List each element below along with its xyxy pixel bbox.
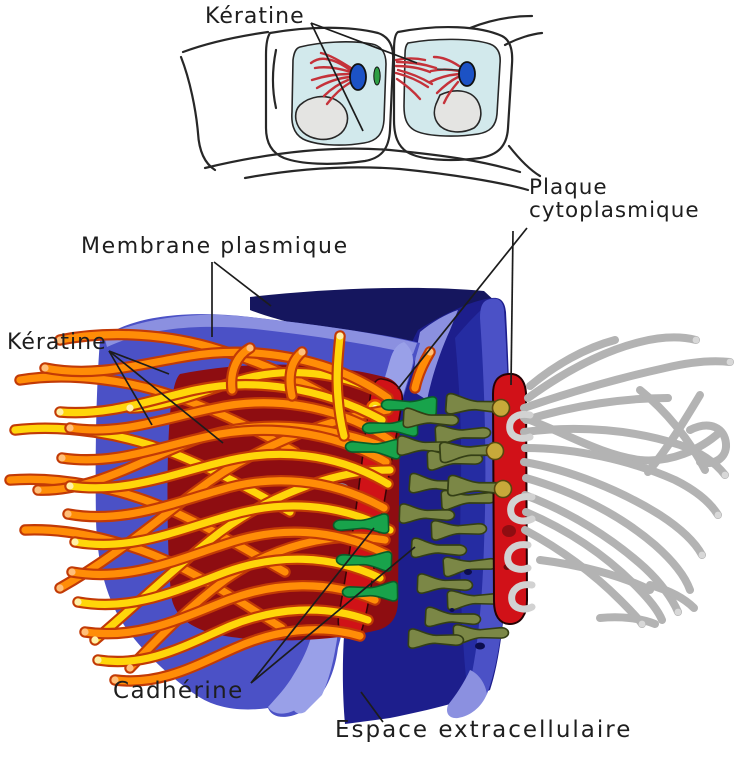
pointer-keratine-top-2 [310, 22, 418, 64]
cell1-desmosome-oval [349, 63, 367, 91]
label-plaque-line1: Plaque [529, 175, 608, 200]
pointer-keratine-left-2 [108, 350, 153, 426]
extracellular-dots [449, 569, 485, 650]
cell2-filament-line [436, 68, 460, 71]
pointer-lines [108, 22, 528, 723]
pointer-plaque-2 [510, 230, 514, 386]
plaque-spot-1 [502, 525, 516, 537]
membrane-navy-top-fold [250, 287, 497, 349]
label-plaque-line2: cytoplasmique [529, 198, 700, 223]
gray-keratin-filaments [504, 333, 734, 628]
pointer-plaque-1 [397, 227, 528, 390]
label-cadherine: Cadhérine [113, 678, 244, 704]
right-cell-foot [447, 670, 487, 719]
pointer-keratine-top-1 [310, 22, 364, 132]
label-keratine-top: Kératine [205, 4, 305, 29]
label-keratine-left: Kératine [7, 330, 107, 355]
pointer-cadherine-2 [250, 546, 416, 684]
label-espace-extracellulaire: Espace extracellulaire [335, 717, 633, 743]
label-membrane-plasmique: Membrane plasmique [81, 234, 349, 259]
cell2-desmosome-oval [458, 61, 476, 87]
pointer-cadherine-1 [250, 527, 375, 684]
cell1-nucleus [294, 95, 349, 141]
top-cells-illustration [179, 14, 544, 192]
pointer-keratine-left-1 [108, 350, 170, 375]
pointer-membrane-2 [213, 261, 272, 307]
keratin-filaments-left [10, 332, 434, 683]
cadherins-anchored-right [438, 392, 513, 500]
gray-filament-hooks [504, 410, 536, 613]
junction-desmosome-green [373, 66, 381, 86]
keratin-tube-tips [34, 332, 434, 684]
cell1-keratin [309, 51, 353, 106]
left-cell-membrane-highlight [104, 314, 417, 354]
membrane-fold-highlight [413, 310, 458, 400]
pointer-espace [360, 691, 384, 723]
cell2-nucleus [433, 90, 482, 133]
pointer-keratine-left-3 [108, 350, 224, 444]
gray-tube-tips [638, 336, 734, 628]
